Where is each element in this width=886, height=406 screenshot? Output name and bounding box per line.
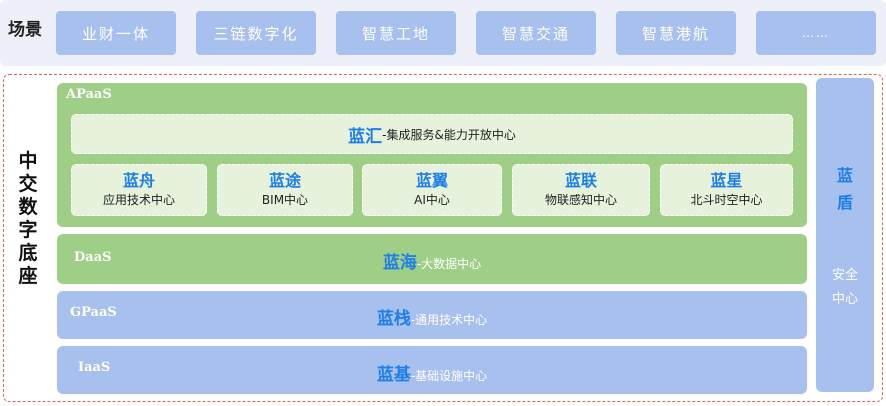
scenario-item-smart-site[interactable]: 智慧工地 bbox=[336, 11, 456, 55]
module-title: 蓝联 bbox=[564, 171, 597, 190]
apaas-tag: APaaS bbox=[66, 87, 112, 102]
daas-main[interactable]: 蓝海 -大数据中心 bbox=[57, 248, 807, 273]
daas-tag: DaaS bbox=[74, 250, 112, 265]
scenario-item-smart-traffic[interactable]: 智慧交通 bbox=[476, 11, 596, 55]
scenario-label: 场景 bbox=[8, 20, 42, 40]
iaas-layer bbox=[57, 346, 807, 394]
platform-title-char: 底 bbox=[18, 242, 38, 264]
scenario-item-more[interactable]: …… bbox=[756, 11, 876, 55]
platform-title-char: 数 bbox=[18, 196, 38, 218]
module-title: 蓝舟 bbox=[122, 171, 155, 190]
module-desc: 物联感知中心 bbox=[544, 193, 617, 207]
platform-title-char: 交 bbox=[18, 173, 38, 195]
module-lanyi[interactable]: 蓝翼 AI中心 bbox=[362, 164, 502, 216]
apaas-brand: 蓝汇 bbox=[348, 126, 383, 147]
module-lanlian[interactable]: 蓝联 物联感知中心 bbox=[512, 164, 650, 216]
scenario-item-supply-chain[interactable]: 三链数字化 bbox=[196, 11, 316, 55]
module-desc: BIM中心 bbox=[261, 193, 309, 207]
module-title: 蓝途 bbox=[268, 171, 301, 190]
platform-frame bbox=[3, 74, 883, 402]
apaas-desc: -集成服务&能力开放中心 bbox=[382, 127, 516, 142]
gpaas-brand: 蓝栈 bbox=[376, 309, 411, 329]
module-lantu[interactable]: 蓝途 BIM中心 bbox=[217, 164, 353, 216]
security-desc-line: 安全 bbox=[831, 268, 858, 283]
platform-title: 中 交 数 字 底 座 bbox=[16, 150, 40, 300]
module-title: 蓝星 bbox=[710, 171, 743, 190]
gpaas-layer bbox=[57, 291, 807, 339]
gpaas-desc: -通用技术中心 bbox=[410, 313, 488, 327]
apaas-gateway-box[interactable]: 蓝汇 -集成服务&能力开放中心 bbox=[71, 114, 793, 154]
gpaas-tag: GPaaS bbox=[70, 305, 117, 320]
security-desc: 安全 中心 bbox=[816, 264, 874, 324]
module-title: 蓝翼 bbox=[415, 171, 448, 190]
module-desc: 应用技术中心 bbox=[102, 193, 175, 207]
scenario-item-finance[interactable]: 业财一体 bbox=[56, 11, 176, 55]
iaas-main[interactable]: 蓝基 -基础设施中心 bbox=[57, 360, 807, 385]
security-brand: 蓝 盾 bbox=[816, 162, 874, 222]
security-brand-char: 盾 bbox=[836, 193, 853, 212]
security-brand-char: 蓝 bbox=[836, 166, 853, 185]
platform-title-char: 字 bbox=[18, 219, 38, 241]
module-lanxing[interactable]: 蓝星 北斗时空中心 bbox=[660, 164, 793, 216]
daas-desc: -大数据中心 bbox=[416, 257, 482, 271]
security-column[interactable] bbox=[816, 78, 874, 392]
module-lanzhou[interactable]: 蓝舟 应用技术中心 bbox=[71, 164, 207, 216]
iaas-desc: -基础设施中心 bbox=[410, 369, 488, 383]
platform-title-char: 座 bbox=[18, 265, 38, 287]
iaas-brand: 蓝基 bbox=[376, 365, 411, 385]
module-desc: AI中心 bbox=[414, 193, 450, 207]
security-desc-line: 中心 bbox=[831, 292, 858, 307]
module-desc: 北斗时空中心 bbox=[690, 193, 763, 207]
daas-layer bbox=[57, 234, 807, 284]
iaas-tag: IaaS bbox=[78, 360, 111, 375]
platform-title-char: 中 bbox=[18, 150, 38, 172]
gpaas-main[interactable]: 蓝栈 -通用技术中心 bbox=[57, 304, 807, 329]
daas-brand: 蓝海 bbox=[382, 253, 417, 273]
scenario-item-smart-port[interactable]: 智慧港航 bbox=[616, 11, 736, 55]
